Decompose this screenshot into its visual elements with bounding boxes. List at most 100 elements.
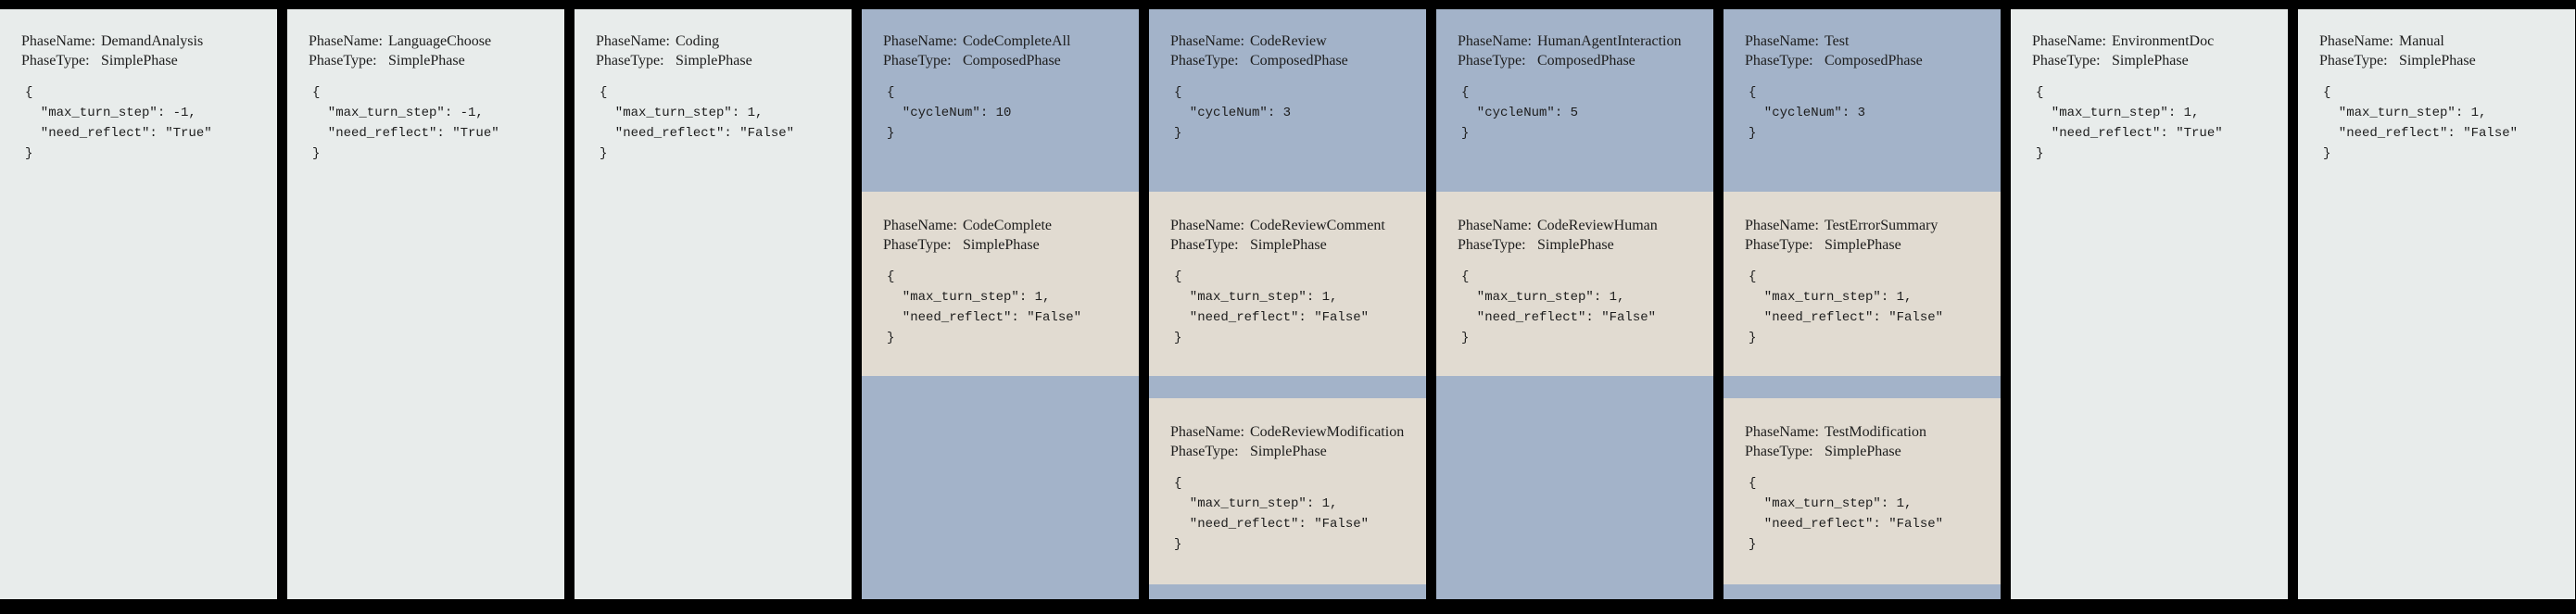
phase-config-json: { "max_turn_step": 1, "need_reflect": "F… xyxy=(887,269,1082,345)
phase-name-value: CodeReviewModification xyxy=(1250,424,1405,440)
phase-block: PhaseName:TestErrorSummary PhaseType:Sim… xyxy=(1745,216,1991,348)
phase-name-value: CodeComplete xyxy=(963,218,1052,233)
phase-header-language-choose: PhaseName:LanguageChoose PhaseType:Simpl… xyxy=(287,9,564,599)
phase-name-row: PhaseName:CodeCompleteAll xyxy=(883,31,1130,51)
phase-name-row: PhaseName:TestErrorSummary xyxy=(1745,216,1991,235)
phase-block: PhaseName:HumanAgentInteraction PhaseTyp… xyxy=(1458,31,1704,144)
phase-config-json: { "cycleNum": 10 } xyxy=(887,85,1012,141)
phase-block: PhaseName:CodeReviewHuman PhaseType:Simp… xyxy=(1458,216,1704,348)
phase-type-row: PhaseType:SimplePhase xyxy=(1170,442,1417,461)
phase-column-code-complete-all: PhaseName:CodeCompleteAll PhaseType: Comp… xyxy=(862,9,1139,599)
phase-config-json: { "max_turn_step": 1, "need_reflect": "F… xyxy=(1461,269,1657,345)
phase-block: PhaseName:Coding PhaseType:SimplePhase {… xyxy=(596,31,842,164)
phase-header-demand-analysis: PhaseName:DemandAnalysis PhaseType:Simpl… xyxy=(0,9,277,599)
phase-name-value: Test xyxy=(1825,33,1850,49)
phase-name-row: PhaseName:TestModification xyxy=(1745,422,1991,442)
phase-type-row: PhaseType:SimplePhase xyxy=(309,51,555,70)
phase-config-json: { "max_turn_step": 1, "need_reflect": "F… xyxy=(600,85,795,161)
phase-header-test: PhaseName:Test PhaseType:ComposedPhase {… xyxy=(1724,9,2001,192)
phase-type-row: PhaseType: ComposedPhase xyxy=(883,51,1130,70)
phase-column-language-choose: PhaseName:LanguageChoose PhaseType:Simpl… xyxy=(287,9,564,599)
phase-type-label: PhaseType: xyxy=(883,53,952,69)
phase-name-label: PhaseName: xyxy=(21,33,95,49)
phase-config-json: { "max_turn_step": 1, "need_reflect": "F… xyxy=(1749,269,1944,345)
phase-type-label: PhaseType: xyxy=(883,237,952,253)
phase-block: PhaseName:DemandAnalysis PhaseType:Simpl… xyxy=(21,31,268,164)
subphase-card-code-complete: PhaseName: CodeComplete PhaseType:SimpleP… xyxy=(862,192,1139,376)
phase-name-label: PhaseName: xyxy=(596,33,670,49)
phase-type-value: SimplePhase xyxy=(101,53,178,69)
phase-config-json: { "cycleNum": 3 } xyxy=(1174,85,1292,141)
phase-name-value: CodeReviewHuman xyxy=(1537,218,1658,233)
phase-name-label: PhaseName: xyxy=(883,218,957,233)
phase-type-label: PhaseType: xyxy=(2319,53,2388,69)
phase-name-label: PhaseName: xyxy=(1170,33,1244,49)
phase-column-coding: PhaseName:Coding PhaseType:SimplePhase {… xyxy=(575,9,852,599)
phase-type-label: PhaseType: xyxy=(1745,237,1813,253)
phase-name-row: PhaseName:DemandAnalysis xyxy=(21,31,268,51)
phase-block: PhaseName:CodeReviewComment PhaseType:Si… xyxy=(1170,216,1417,348)
phase-header-code-review: PhaseName:CodeReview PhaseType: ComposedP… xyxy=(1149,9,1426,192)
phase-name-label: PhaseName: xyxy=(2319,33,2393,49)
phase-type-row: PhaseType:SimplePhase xyxy=(21,51,268,70)
phase-name-value: TestErrorSummary xyxy=(1825,218,1938,233)
phase-name-value: HumanAgentInteraction xyxy=(1537,33,1682,49)
phase-header-code-complete-all: PhaseName:CodeCompleteAll PhaseType: Comp… xyxy=(862,9,1139,192)
phase-type-value: SimplePhase xyxy=(1250,237,1327,253)
phase-name-row: PhaseName: CodeComplete xyxy=(883,216,1130,235)
phase-name-label: PhaseName: xyxy=(883,33,957,49)
phase-column-code-review: PhaseName:CodeReview PhaseType: ComposedP… xyxy=(1149,9,1426,599)
phase-name-value: TestModification xyxy=(1825,424,1926,440)
phase-type-value: SimplePhase xyxy=(1537,237,1614,253)
phase-block: PhaseName:Manual PhaseType: SimplePhase {… xyxy=(2319,31,2566,164)
phase-config-json: { "cycleNum": 3 } xyxy=(1749,85,1866,141)
phase-type-row: PhaseType:SimplePhase xyxy=(1745,235,1991,255)
phase-name-row: PhaseName:CodeReviewModification xyxy=(1170,422,1417,442)
subphase-card-code-review-human: PhaseName:CodeReviewHuman PhaseType:Simp… xyxy=(1436,192,1713,376)
phase-type-value: SimplePhase xyxy=(1250,444,1327,459)
phase-type-label: PhaseType: xyxy=(1458,53,1526,69)
phase-type-row: PhaseType:ComposedPhase xyxy=(1745,51,1991,70)
phase-type-row: PhaseType: SimplePhase xyxy=(2032,51,2279,70)
phase-header-environment-doc: PhaseName:EnvironmentDoc PhaseType: Simpl… xyxy=(2011,9,2288,599)
phase-type-label: PhaseType: xyxy=(596,53,664,69)
phase-type-label: PhaseType: xyxy=(1745,444,1813,459)
phase-type-label: PhaseType: xyxy=(2032,53,2101,69)
phase-config-json: { "max_turn_step": 1, "need_reflect": "F… xyxy=(1174,269,1370,345)
phase-name-row: PhaseName: Coding xyxy=(596,31,842,51)
phase-type-value: ComposedPhase xyxy=(1537,53,1635,69)
phase-block: PhaseName:LanguageChoose PhaseType:Simpl… xyxy=(309,31,555,164)
phase-name-value: EnvironmentDoc xyxy=(2112,33,2215,49)
phase-block: PhaseName:CodeReviewModification PhaseTy… xyxy=(1170,422,1417,555)
phase-block: PhaseName:CodeReview PhaseType: ComposedP… xyxy=(1170,31,1417,144)
subphase-card-test-modification: PhaseName:TestModification PhaseType:Sim… xyxy=(1724,398,2001,584)
phase-type-value: ComposedPhase xyxy=(1250,53,1348,69)
phase-type-row: PhaseType: SimplePhase xyxy=(2319,51,2566,70)
phase-name-row: PhaseName:EnvironmentDoc xyxy=(2032,31,2279,51)
phase-name-row: PhaseName:Test xyxy=(1745,31,1991,51)
phase-name-row: PhaseName:Manual xyxy=(2319,31,2566,51)
phase-config-json: { "cycleNum": 5 } xyxy=(1461,85,1579,141)
phase-type-value: SimplePhase xyxy=(2399,53,2476,69)
phase-name-row: PhaseName:CodeReview xyxy=(1170,31,1417,51)
phase-type-value: SimplePhase xyxy=(2112,53,2189,69)
phase-type-row: PhaseType:SimplePhase xyxy=(1458,235,1704,255)
phase-type-label: PhaseType: xyxy=(1170,237,1239,253)
phase-type-label: PhaseType: xyxy=(1170,53,1239,69)
phase-type-row: PhaseType: SimplePhase xyxy=(1170,235,1417,255)
phase-header-manual: PhaseName:Manual PhaseType: SimplePhase {… xyxy=(2298,9,2575,599)
phase-type-value: ComposedPhase xyxy=(963,53,1061,69)
phase-name-row: PhaseName:HumanAgentInteraction xyxy=(1458,31,1704,51)
phase-type-row: PhaseType:SimplePhase xyxy=(883,235,1130,255)
subphase-card-test-error-summary: PhaseName:TestErrorSummary PhaseType:Sim… xyxy=(1724,192,2001,376)
phase-header-human-agent-interaction: PhaseName:HumanAgentInteraction PhaseTyp… xyxy=(1436,9,1713,192)
phase-column-manual: PhaseName:Manual PhaseType: SimplePhase {… xyxy=(2298,9,2575,599)
phase-block: PhaseName:TestModification PhaseType:Sim… xyxy=(1745,422,1991,555)
phase-config-json: { "max_turn_step": 1, "need_reflect": "F… xyxy=(1174,476,1370,552)
phase-config-json: { "max_turn_step": 1, "need_reflect": "T… xyxy=(2036,85,2223,161)
phase-column-demand-analysis: PhaseName:DemandAnalysis PhaseType:Simpl… xyxy=(0,9,277,599)
phase-config-json: { "max_turn_step": 1, "need_reflect": "F… xyxy=(2323,85,2519,161)
phase-name-value: Coding xyxy=(676,33,720,49)
phase-config-json: { "max_turn_step": -1, "need_reflect": "… xyxy=(25,85,212,161)
